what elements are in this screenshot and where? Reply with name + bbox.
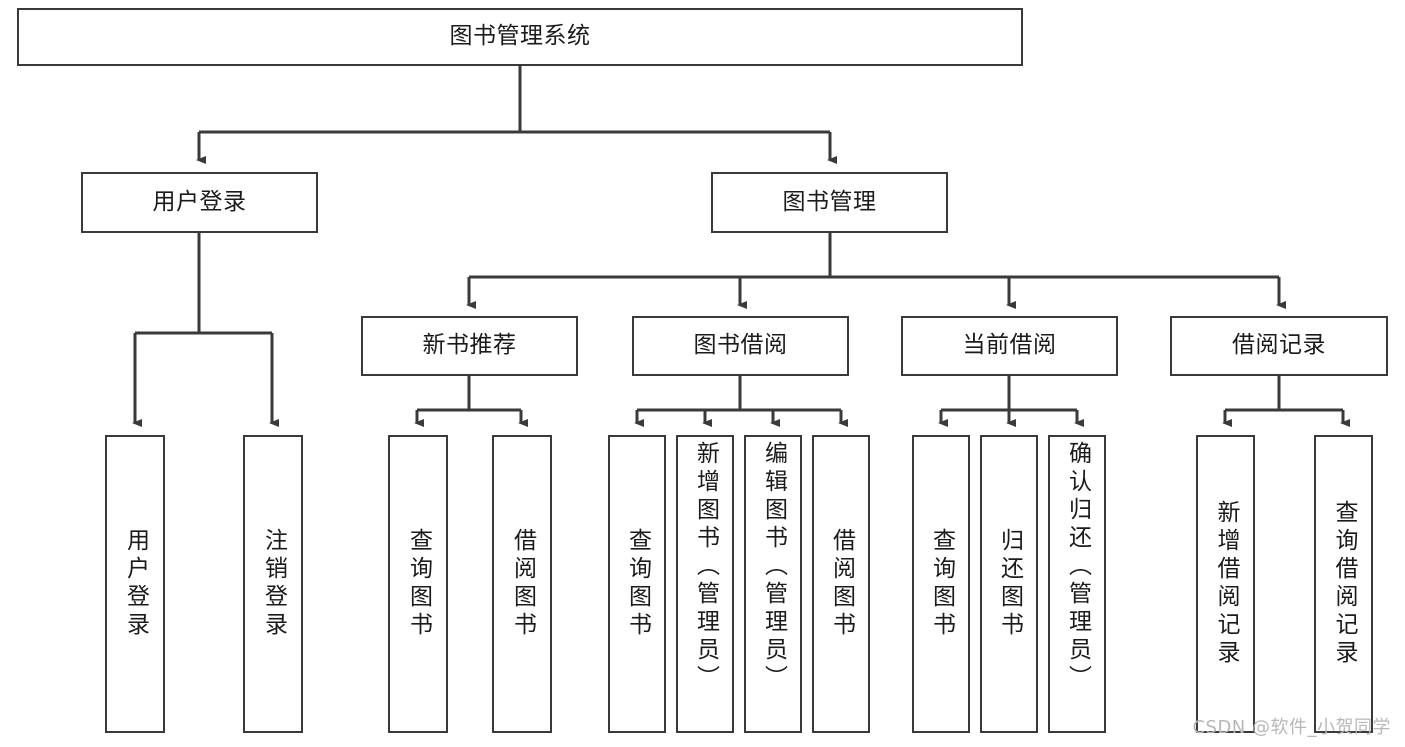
node-leaf-query-book-2[interactable]: 查询图书 <box>608 435 666 733</box>
node-borrow-record-label: 借阅记录 <box>1232 332 1326 359</box>
node-leaf-return-book[interactable]: 归还图书 <box>980 435 1038 733</box>
node-leaf-add-book-label: 新增图书（管理员） <box>692 441 719 693</box>
node-leaf-query-record[interactable]: 查询借阅记录 <box>1314 435 1373 733</box>
node-leaf-confirm-return-label: 确认归还（管理员） <box>1064 441 1091 693</box>
node-leaf-user-login-label: 用户登录 <box>122 528 149 640</box>
node-leaf-query-book-1-label: 查询图书 <box>405 528 432 640</box>
node-leaf-add-record[interactable]: 新增借阅记录 <box>1196 435 1255 733</box>
node-user-login-label: 用户登录 <box>152 188 247 215</box>
node-book-manage[interactable]: 图书管理 <box>711 172 948 233</box>
node-book-borrow[interactable]: 图书借阅 <box>632 316 849 376</box>
node-user-login[interactable]: 用户登录 <box>81 172 318 233</box>
node-leaf-edit-book-label: 编辑图书（管理员） <box>760 441 787 693</box>
node-leaf-query-book-1[interactable]: 查询图书 <box>388 435 448 733</box>
node-leaf-borrow-book-2[interactable]: 借阅图书 <box>812 435 870 733</box>
node-leaf-add-book[interactable]: 新增图书（管理员） <box>676 435 734 733</box>
node-leaf-query-book-3-label: 查询图书 <box>928 528 955 640</box>
node-leaf-user-login[interactable]: 用户登录 <box>105 435 165 733</box>
node-leaf-user-logout-label: 注销登录 <box>260 528 287 640</box>
node-root[interactable]: 图书管理系统 <box>17 8 1023 66</box>
node-current-borrow-label: 当前借阅 <box>962 332 1057 359</box>
node-leaf-add-record-label: 新增借阅记录 <box>1213 500 1239 668</box>
node-leaf-query-book-3[interactable]: 查询图书 <box>912 435 970 733</box>
node-leaf-return-book-label: 归还图书 <box>996 528 1023 640</box>
node-leaf-query-book-2-label: 查询图书 <box>624 528 651 640</box>
node-new-book-recommend-label: 新书推荐 <box>422 332 517 359</box>
node-borrow-record[interactable]: 借阅记录 <box>1170 316 1388 376</box>
node-new-book-recommend[interactable]: 新书推荐 <box>361 316 578 376</box>
node-root-label: 图书管理系统 <box>449 23 591 50</box>
node-leaf-borrow-book-1[interactable]: 借阅图书 <box>492 435 552 733</box>
node-leaf-borrow-book-1-label: 借阅图书 <box>509 528 536 640</box>
node-leaf-user-logout[interactable]: 注销登录 <box>243 435 303 733</box>
node-leaf-borrow-book-2-label: 借阅图书 <box>828 528 855 640</box>
node-leaf-query-record-label: 查询借阅记录 <box>1331 500 1357 668</box>
node-book-manage-label: 图书管理 <box>782 188 877 215</box>
node-book-borrow-label: 图书借阅 <box>693 332 788 359</box>
node-leaf-confirm-return[interactable]: 确认归还（管理员） <box>1048 435 1106 733</box>
node-current-borrow[interactable]: 当前借阅 <box>901 316 1118 376</box>
node-leaf-edit-book[interactable]: 编辑图书（管理员） <box>744 435 802 733</box>
